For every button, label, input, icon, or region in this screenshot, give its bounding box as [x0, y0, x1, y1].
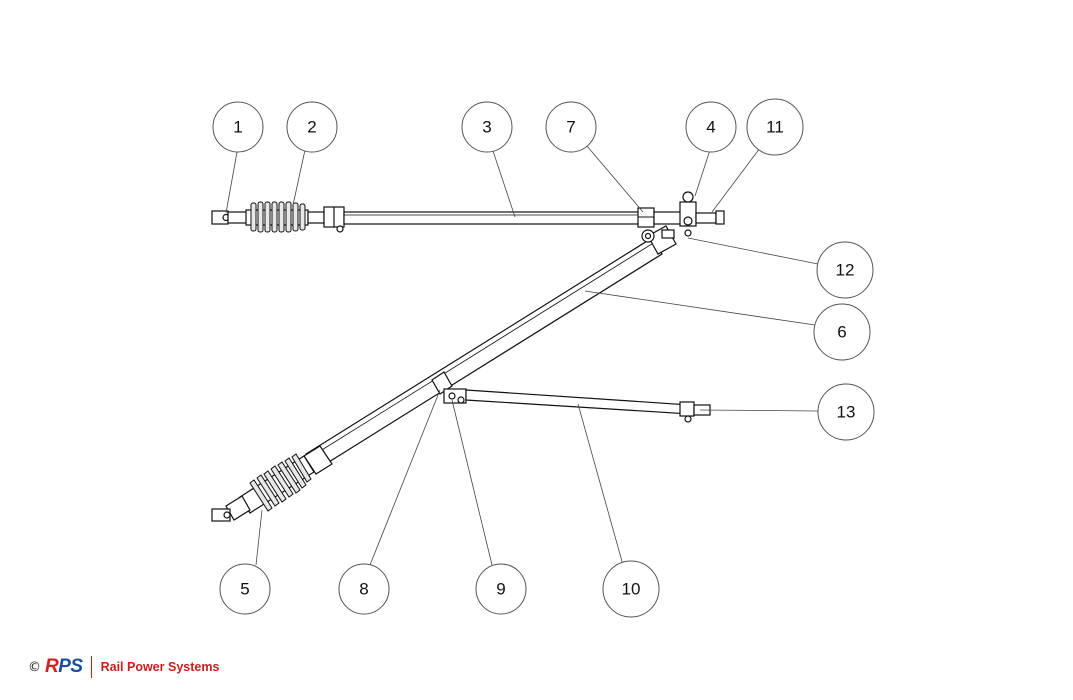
callout-label: 2: [307, 118, 316, 137]
callout-label: 8: [359, 580, 368, 599]
callout-13: 13: [817, 383, 875, 441]
copyright-symbol: ©: [28, 659, 41, 675]
rps-logo[interactable]: RPS: [45, 656, 83, 678]
footer: © RPS Rail Power Systems: [28, 655, 219, 679]
lower-insulator: [239, 453, 315, 514]
callout-5: 5: [219, 563, 271, 615]
top-tube-cap: [715, 210, 725, 225]
lower-end-connector: [225, 495, 251, 521]
callout-label: 9: [496, 580, 505, 599]
callout-label: 10: [622, 580, 641, 599]
callout-label: 12: [836, 261, 855, 280]
callout-label: 1: [233, 118, 242, 137]
top-insulator: [245, 201, 309, 233]
top-tube-assembly: [211, 191, 725, 237]
diagonal-upper-end: [661, 229, 675, 239]
callout-2: 2: [286, 101, 338, 153]
callout-label: 11: [766, 118, 784, 137]
registration-tube: [465, 389, 691, 415]
rps-logo-r: R: [45, 656, 59, 677]
callout-label: 5: [240, 580, 249, 599]
logo-divider: [90, 656, 92, 678]
top-insulator-end: [307, 211, 325, 224]
callout-6: 6: [813, 303, 871, 361]
callout-11: 11: [746, 98, 804, 156]
callout-label: 3: [482, 118, 491, 137]
callout-3: 3: [461, 101, 513, 153]
registration-arm-assembly: [443, 388, 711, 423]
callout-label: 6: [837, 323, 846, 342]
arm-end-clamp: [679, 401, 695, 417]
callout-8: 8: [338, 563, 390, 615]
rps-logo-ps: PS: [58, 656, 83, 677]
diagonal-tube: [305, 237, 663, 471]
brand-name: Rail Power Systems: [100, 660, 220, 674]
top-tube: [343, 211, 641, 225]
callout-7: 7: [545, 101, 597, 153]
top-left-connector: [227, 211, 249, 224]
callout-label: 13: [837, 403, 856, 422]
callout-1: 1: [212, 101, 264, 153]
callout-12: 12: [816, 241, 874, 299]
callout-label: 4: [706, 118, 715, 137]
callout-4: 4: [685, 101, 737, 153]
top-tube-end: [695, 212, 717, 224]
diagonal-strut-assembly: [211, 225, 677, 522]
callout-9: 9: [475, 563, 527, 615]
callout-10: 10: [602, 560, 660, 618]
callout-label: 7: [566, 118, 575, 137]
leader-lines: [225, 145, 819, 566]
top-tube-extension: [653, 211, 683, 225]
